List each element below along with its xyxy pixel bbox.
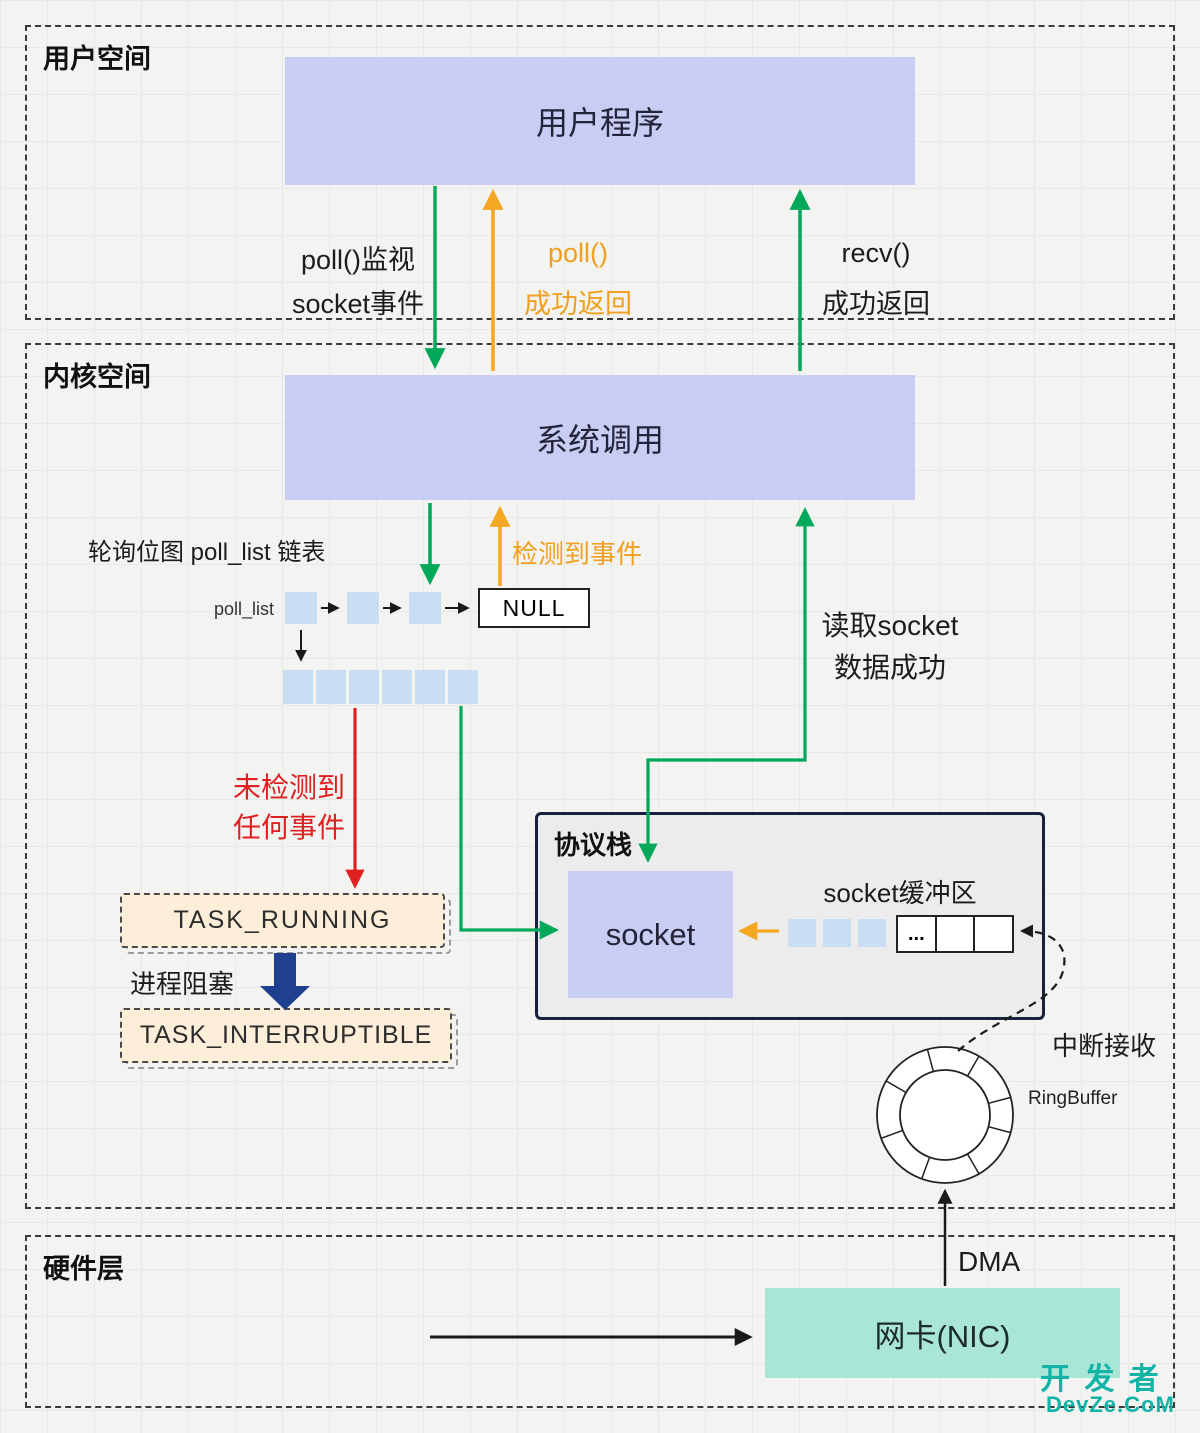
task-interruptible-box: TASK_INTERRUPTIBLE (120, 1008, 452, 1063)
poll-list-node (285, 592, 317, 624)
kernel-space-label: 内核空间 (43, 362, 151, 392)
buffer-cell (788, 919, 816, 947)
task-running-box: TASK_RUNNING (120, 893, 445, 948)
section-kernel-space: 内核空间 (25, 343, 1175, 1209)
buffer-cell-empty (937, 917, 976, 951)
user-space-label: 用户空间 (43, 44, 151, 74)
bitmap-cell (448, 670, 478, 704)
hardware-label: 硬件层 (43, 1254, 124, 1284)
nic-box: 网卡(NIC) (765, 1288, 1120, 1378)
watermark-line2: DevZe.CoM (1046, 1392, 1175, 1417)
buffer-cell (823, 919, 851, 947)
poll-list-label: poll_list (213, 599, 274, 619)
process-block-label: 进程阻塞 (130, 969, 235, 999)
section-user-space: 用户空间 (25, 25, 1175, 320)
section-hardware: 硬件层 (25, 1235, 1175, 1408)
buffer-cell-ellipsis: ... (898, 917, 937, 951)
socket-box: socket (568, 871, 733, 998)
null-box: NULL (478, 588, 590, 628)
bitmap-cell (349, 670, 379, 704)
buffer-cell-empty (975, 917, 1012, 951)
user-program-box: 用户程序 (285, 57, 915, 185)
no-event-label-2: 任何事件 (232, 812, 346, 843)
syscall-box: 系统调用 (285, 375, 915, 500)
event-detected-label: 检测到事件 (511, 539, 643, 569)
read-socket-label-1: 读取socket (821, 610, 959, 641)
socket-buffer-label: socket缓冲区 (823, 878, 977, 908)
protocol-stack-label: 协议栈 (554, 830, 633, 860)
poll-watch-label-1: poll()监视 (300, 245, 416, 275)
recv-return-label-2: 成功返回 (822, 289, 930, 319)
poll-return-label-1: poll() (547, 238, 609, 268)
read-socket-label-2: 数据成功 (833, 652, 947, 683)
protocol-stack-box: 协议栈 socket socket缓冲区 ... (535, 812, 1045, 1020)
ringbuffer-label: RingBuffer (1028, 1088, 1118, 1109)
bitmap-cell (283, 670, 313, 704)
poll-list-title: 轮询位图 poll_list 链表 (88, 539, 326, 566)
bitmap-cell (382, 670, 412, 704)
poll-list-node (409, 592, 441, 624)
buffer-cells-box: ... (896, 915, 1014, 953)
poll-return-label-2: 成功返回 (524, 289, 632, 319)
watermark-line1: 开 发 者 (1040, 1363, 1162, 1396)
recv-return-label-1: recv() (841, 238, 911, 268)
buffer-cell (858, 919, 886, 947)
dma-label: DMA (958, 1246, 1021, 1277)
poll-list-node (347, 592, 379, 624)
bitmap-cell (316, 670, 346, 704)
poll-watch-label-2: socket事件 (291, 289, 425, 319)
no-event-label-1: 未检测到 (232, 772, 346, 803)
bitmap-cell (415, 670, 445, 704)
interrupt-receive-label: 中断接收 (1052, 1031, 1157, 1061)
